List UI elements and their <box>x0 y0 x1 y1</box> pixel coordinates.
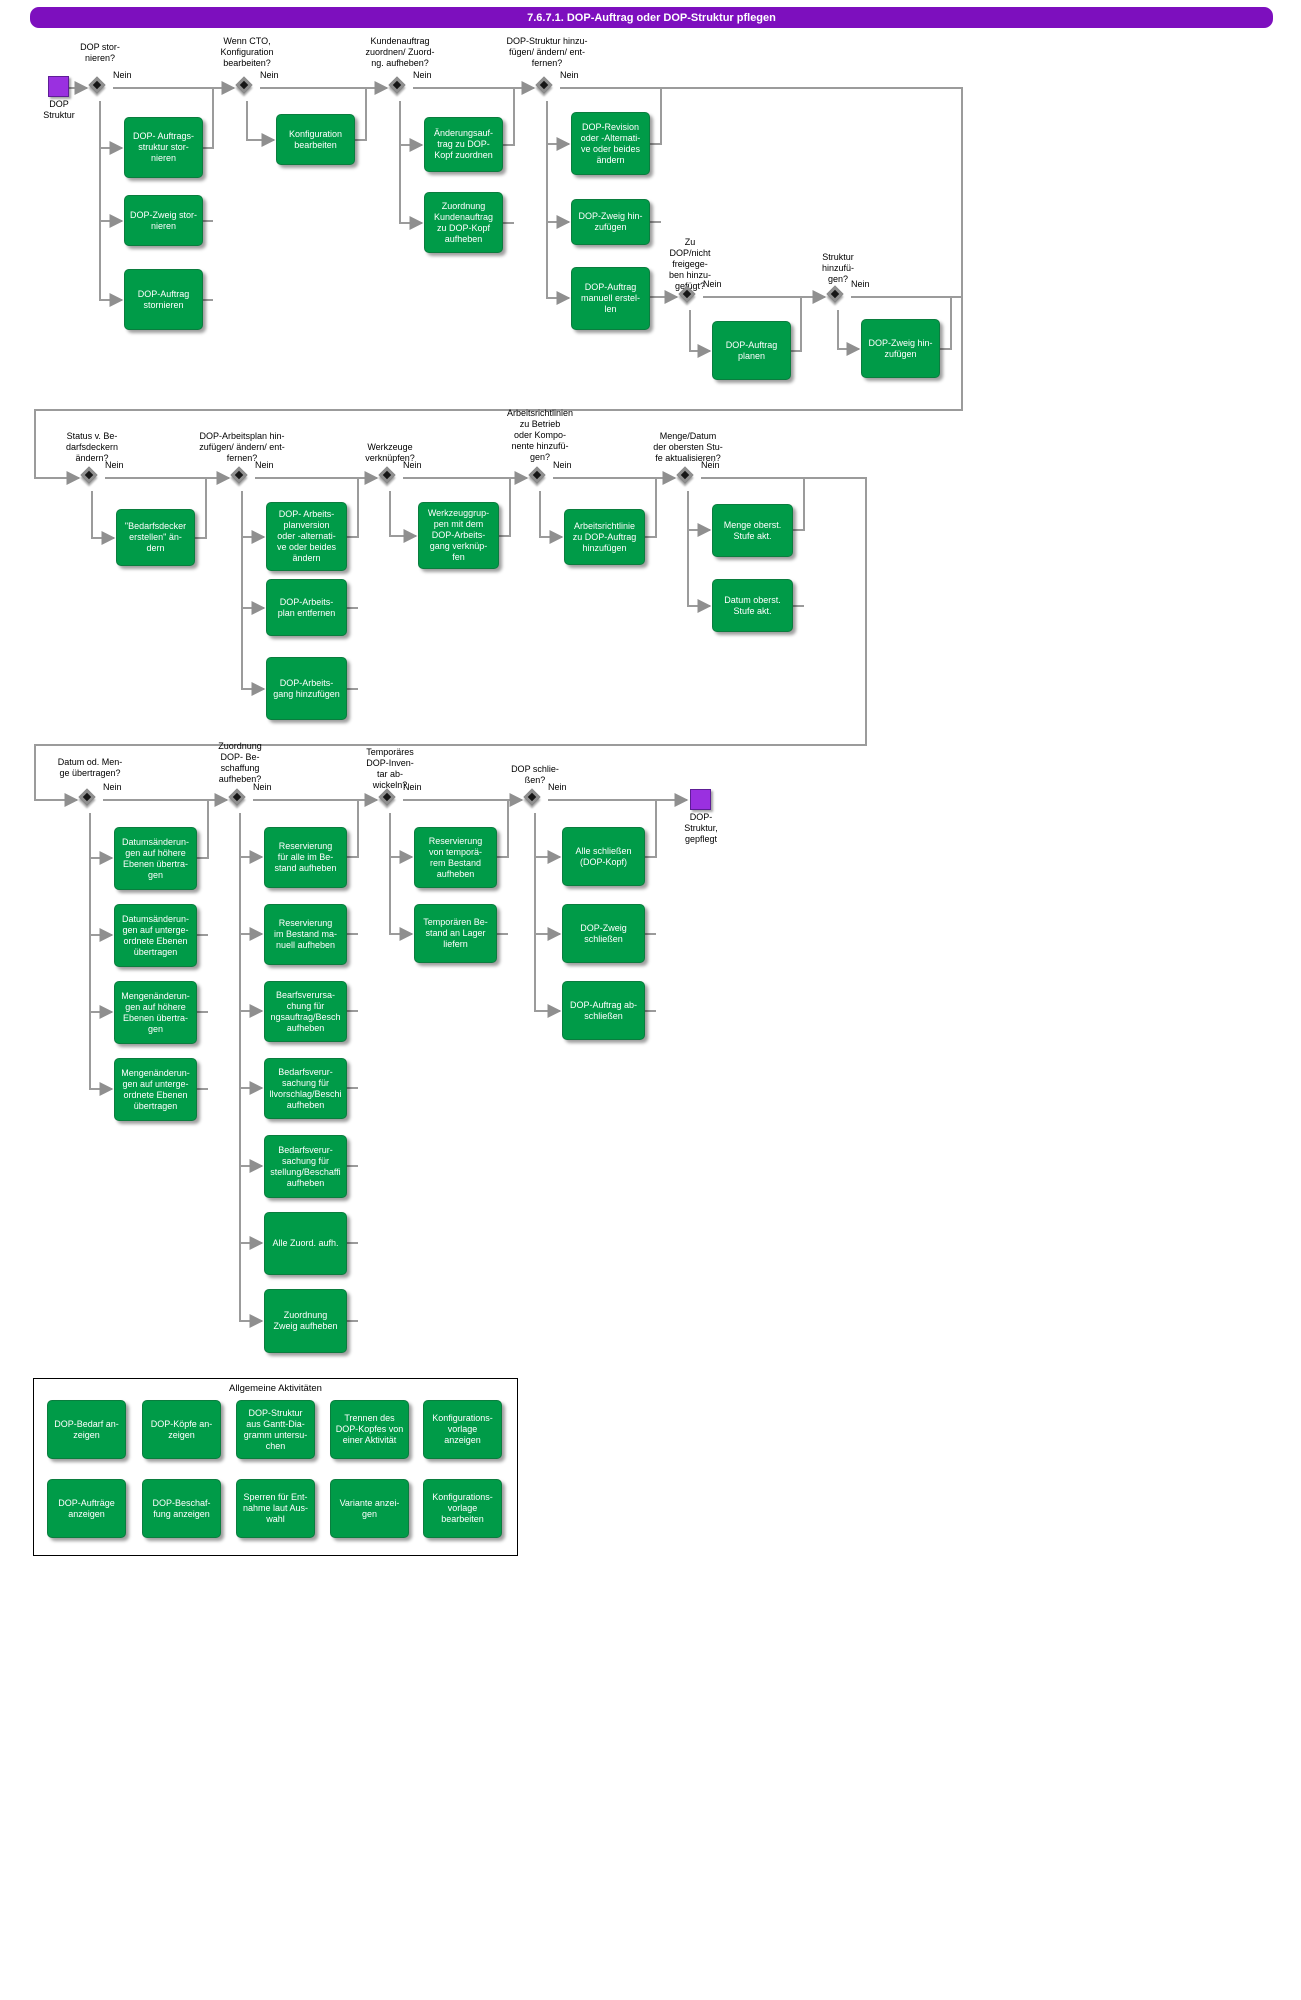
activity-box[interactable]: DOP- Arbeits- planversion oder -alternat… <box>266 502 347 571</box>
decision-gateway <box>230 466 248 484</box>
decision-gateway <box>826 285 844 303</box>
activity-box[interactable]: DOP-Auftrag planen <box>712 321 791 380</box>
activity-box[interactable]: Bedarfsverur- sachung für stellung/Besch… <box>264 1135 347 1198</box>
general-activity-box[interactable]: Konfigurations- vorlage anzeigen <box>423 1400 502 1459</box>
page-title: 7.6.7.1. DOP-Auftrag oder DOP-Struktur p… <box>527 11 776 24</box>
activity-box[interactable]: Änderungsauf- trag zu DOP- Kopf zuordnen <box>424 117 503 172</box>
end-node-label: DOP- Struktur, gepflegt <box>684 812 718 844</box>
activity-box[interactable]: DOP-Revision oder -Alternati- ve oder be… <box>571 112 650 175</box>
activity-box[interactable]: Reservierung für alle im Be- stand aufhe… <box>264 827 347 888</box>
no-branch-label: Nein <box>548 782 567 792</box>
decision-gateway <box>378 466 396 484</box>
no-branch-label: Nein <box>851 279 870 289</box>
general-activity-box[interactable]: DOP-Aufträge anzeigen <box>47 1479 126 1538</box>
decision-question: Struktur hinzufü- gen? <box>821 252 855 284</box>
general-activity-box[interactable]: Konfigurations- vorlage bearbeiten <box>423 1479 502 1538</box>
decision-question: Status v. Be- darfsdeckern ändern? <box>65 431 119 463</box>
no-branch-label: Nein <box>413 70 432 80</box>
activity-box[interactable]: "Bedarfsdecker erstellen" än- dern <box>116 509 195 566</box>
general-activity-box[interactable]: DOP-Beschaf- fung anzeigen <box>142 1479 221 1538</box>
end-node <box>690 789 711 810</box>
activity-box[interactable]: Werkzeuggrup- pen mit dem DOP-Arbeits- g… <box>418 502 499 569</box>
activity-box[interactable]: Mengenänderun- gen auf unterge- ordnete … <box>114 1058 197 1121</box>
decision-question: Werkzeuge verknüpfen? <box>365 442 415 463</box>
decision-question: Temporäres DOP-Inven- tar ab- wickeln? <box>366 747 414 790</box>
no-branch-label: Nein <box>260 70 279 80</box>
activity-box[interactable]: Bedarfsverur- sachung für llvorschlag/Be… <box>264 1058 347 1119</box>
general-activities-title: Allgemeine Aktivitäten <box>229 1383 322 1394</box>
start-node <box>48 76 69 97</box>
activity-box[interactable]: DOP-Arbeits- gang hinzufügen <box>266 657 347 720</box>
decision-gateway <box>378 788 396 806</box>
activity-box[interactable]: Alle Zuord. aufh. <box>264 1212 347 1275</box>
activity-box[interactable]: DOP-Auftrag manuell erstel- len <box>571 267 650 330</box>
general-activity-box[interactable]: Variante anzei- gen <box>330 1479 409 1538</box>
general-activity-box[interactable]: DOP-Struktur aus Gantt-Dia- gramm unters… <box>236 1400 315 1459</box>
activity-box[interactable]: Bearfsverursa- chung für ngsauftrag/Besc… <box>264 981 347 1042</box>
decision-gateway <box>528 466 546 484</box>
decision-question: DOP-Arbeitsplan hin- zufügen/ ändern/ en… <box>199 431 285 463</box>
decision-gateway <box>78 788 96 806</box>
no-branch-label: Nein <box>703 279 722 289</box>
no-branch-label: Nein <box>253 782 272 792</box>
decision-gateway <box>88 76 106 94</box>
activity-box[interactable]: Zuordnung Zweig aufheben <box>264 1289 347 1353</box>
activity-box[interactable]: DOP-Zweig hin- zufügen <box>571 199 650 245</box>
no-branch-label: Nein <box>701 460 720 470</box>
activity-box[interactable]: Reservierung im Bestand ma- nuell aufheb… <box>264 904 347 965</box>
decision-question: Zu DOP/nicht freigege- ben hinzu- gefügt… <box>668 237 712 291</box>
activity-box[interactable]: Menge oberst. Stufe akt. <box>712 504 793 557</box>
activity-box[interactable]: DOP-Auftrag stornieren <box>124 269 203 330</box>
activity-box[interactable]: DOP-Arbeits- plan entfernen <box>266 579 347 636</box>
diagram-header: 7.6.7.1. DOP-Auftrag oder DOP-Struktur p… <box>30 7 1273 28</box>
decision-question: Menge/Datum der obersten Stu- fe aktuali… <box>653 431 723 463</box>
decision-question: Arbeitsrichtlinien zu Betrieb oder Kompo… <box>506 408 574 462</box>
no-branch-label: Nein <box>553 460 572 470</box>
no-branch-label: Nein <box>113 70 132 80</box>
decision-gateway <box>235 76 253 94</box>
general-activity-box[interactable]: DOP-Köpfe an- zeigen <box>142 1400 221 1459</box>
decision-question: Datum od. Men- ge übertragen? <box>57 757 123 778</box>
activity-box[interactable]: Datumsänderun- gen auf unterge- ordnete … <box>114 904 197 967</box>
activity-box[interactable]: Alle schließen (DOP-Kopf) <box>562 827 645 886</box>
general-activity-box[interactable]: DOP-Bedarf an- zeigen <box>47 1400 126 1459</box>
decision-question: Kundenauftrag zuordnen/ Zuord- ng. aufhe… <box>365 36 435 68</box>
decision-gateway <box>523 788 541 806</box>
decision-question: DOP schlie- ßen? <box>511 764 559 785</box>
decision-gateway <box>676 466 694 484</box>
activity-box[interactable]: Datumsänderun- gen auf höhere Ebenen übe… <box>114 827 197 890</box>
decision-question: DOP-Struktur hinzu- fügen/ ändern/ ent- … <box>506 36 588 68</box>
activity-box[interactable]: Zuordnung Kundenauftrag zu DOP-Kopf aufh… <box>424 192 503 253</box>
activity-box[interactable]: Konfiguration bearbeiten <box>276 114 355 165</box>
decision-gateway <box>535 76 553 94</box>
decision-gateway <box>80 466 98 484</box>
activity-box[interactable]: Reservierung von temporä- rem Bestand au… <box>414 827 497 888</box>
activity-box[interactable]: Mengenänderun- gen auf höhere Ebenen übe… <box>114 981 197 1044</box>
no-branch-label: Nein <box>103 782 122 792</box>
no-branch-label: Nein <box>255 460 274 470</box>
decision-question: DOP stor- nieren? <box>80 42 120 63</box>
general-activity-box[interactable]: Sperren für Ent- nahme laut Aus- wahl <box>236 1479 315 1538</box>
activity-box[interactable]: Datum oberst. Stufe akt. <box>712 579 793 632</box>
general-activity-box[interactable]: Trennen des DOP-Kopfes von einer Aktivit… <box>330 1400 409 1459</box>
activity-box[interactable]: DOP-Zweig stor- nieren <box>124 195 203 246</box>
no-branch-label: Nein <box>403 460 422 470</box>
activity-box[interactable]: DOP-Zweig schließen <box>562 904 645 963</box>
activity-box[interactable]: Temporären Be- stand an Lager liefern <box>414 904 497 963</box>
start-node-label: DOP Struktur <box>43 99 75 120</box>
decision-gateway <box>388 76 406 94</box>
decision-question: Wenn CTO, Konfiguration bearbeiten? <box>220 36 274 68</box>
activity-box[interactable]: DOP-Zweig hin- zufügen <box>861 319 940 378</box>
decision-gateway <box>228 788 246 806</box>
decision-question: Zuordnung DOP- Be- schaffung aufheben? <box>218 741 262 784</box>
no-branch-label: Nein <box>105 460 124 470</box>
activity-box[interactable]: DOP- Auftrags- struktur stor- nieren <box>124 117 203 178</box>
activity-box[interactable]: DOP-Auftrag ab- schließen <box>562 981 645 1040</box>
no-branch-label: Nein <box>560 70 579 80</box>
no-branch-label: Nein <box>403 782 422 792</box>
activity-box[interactable]: Arbeitsrichtlinie zu DOP-Auftrag hinzufü… <box>564 509 645 565</box>
